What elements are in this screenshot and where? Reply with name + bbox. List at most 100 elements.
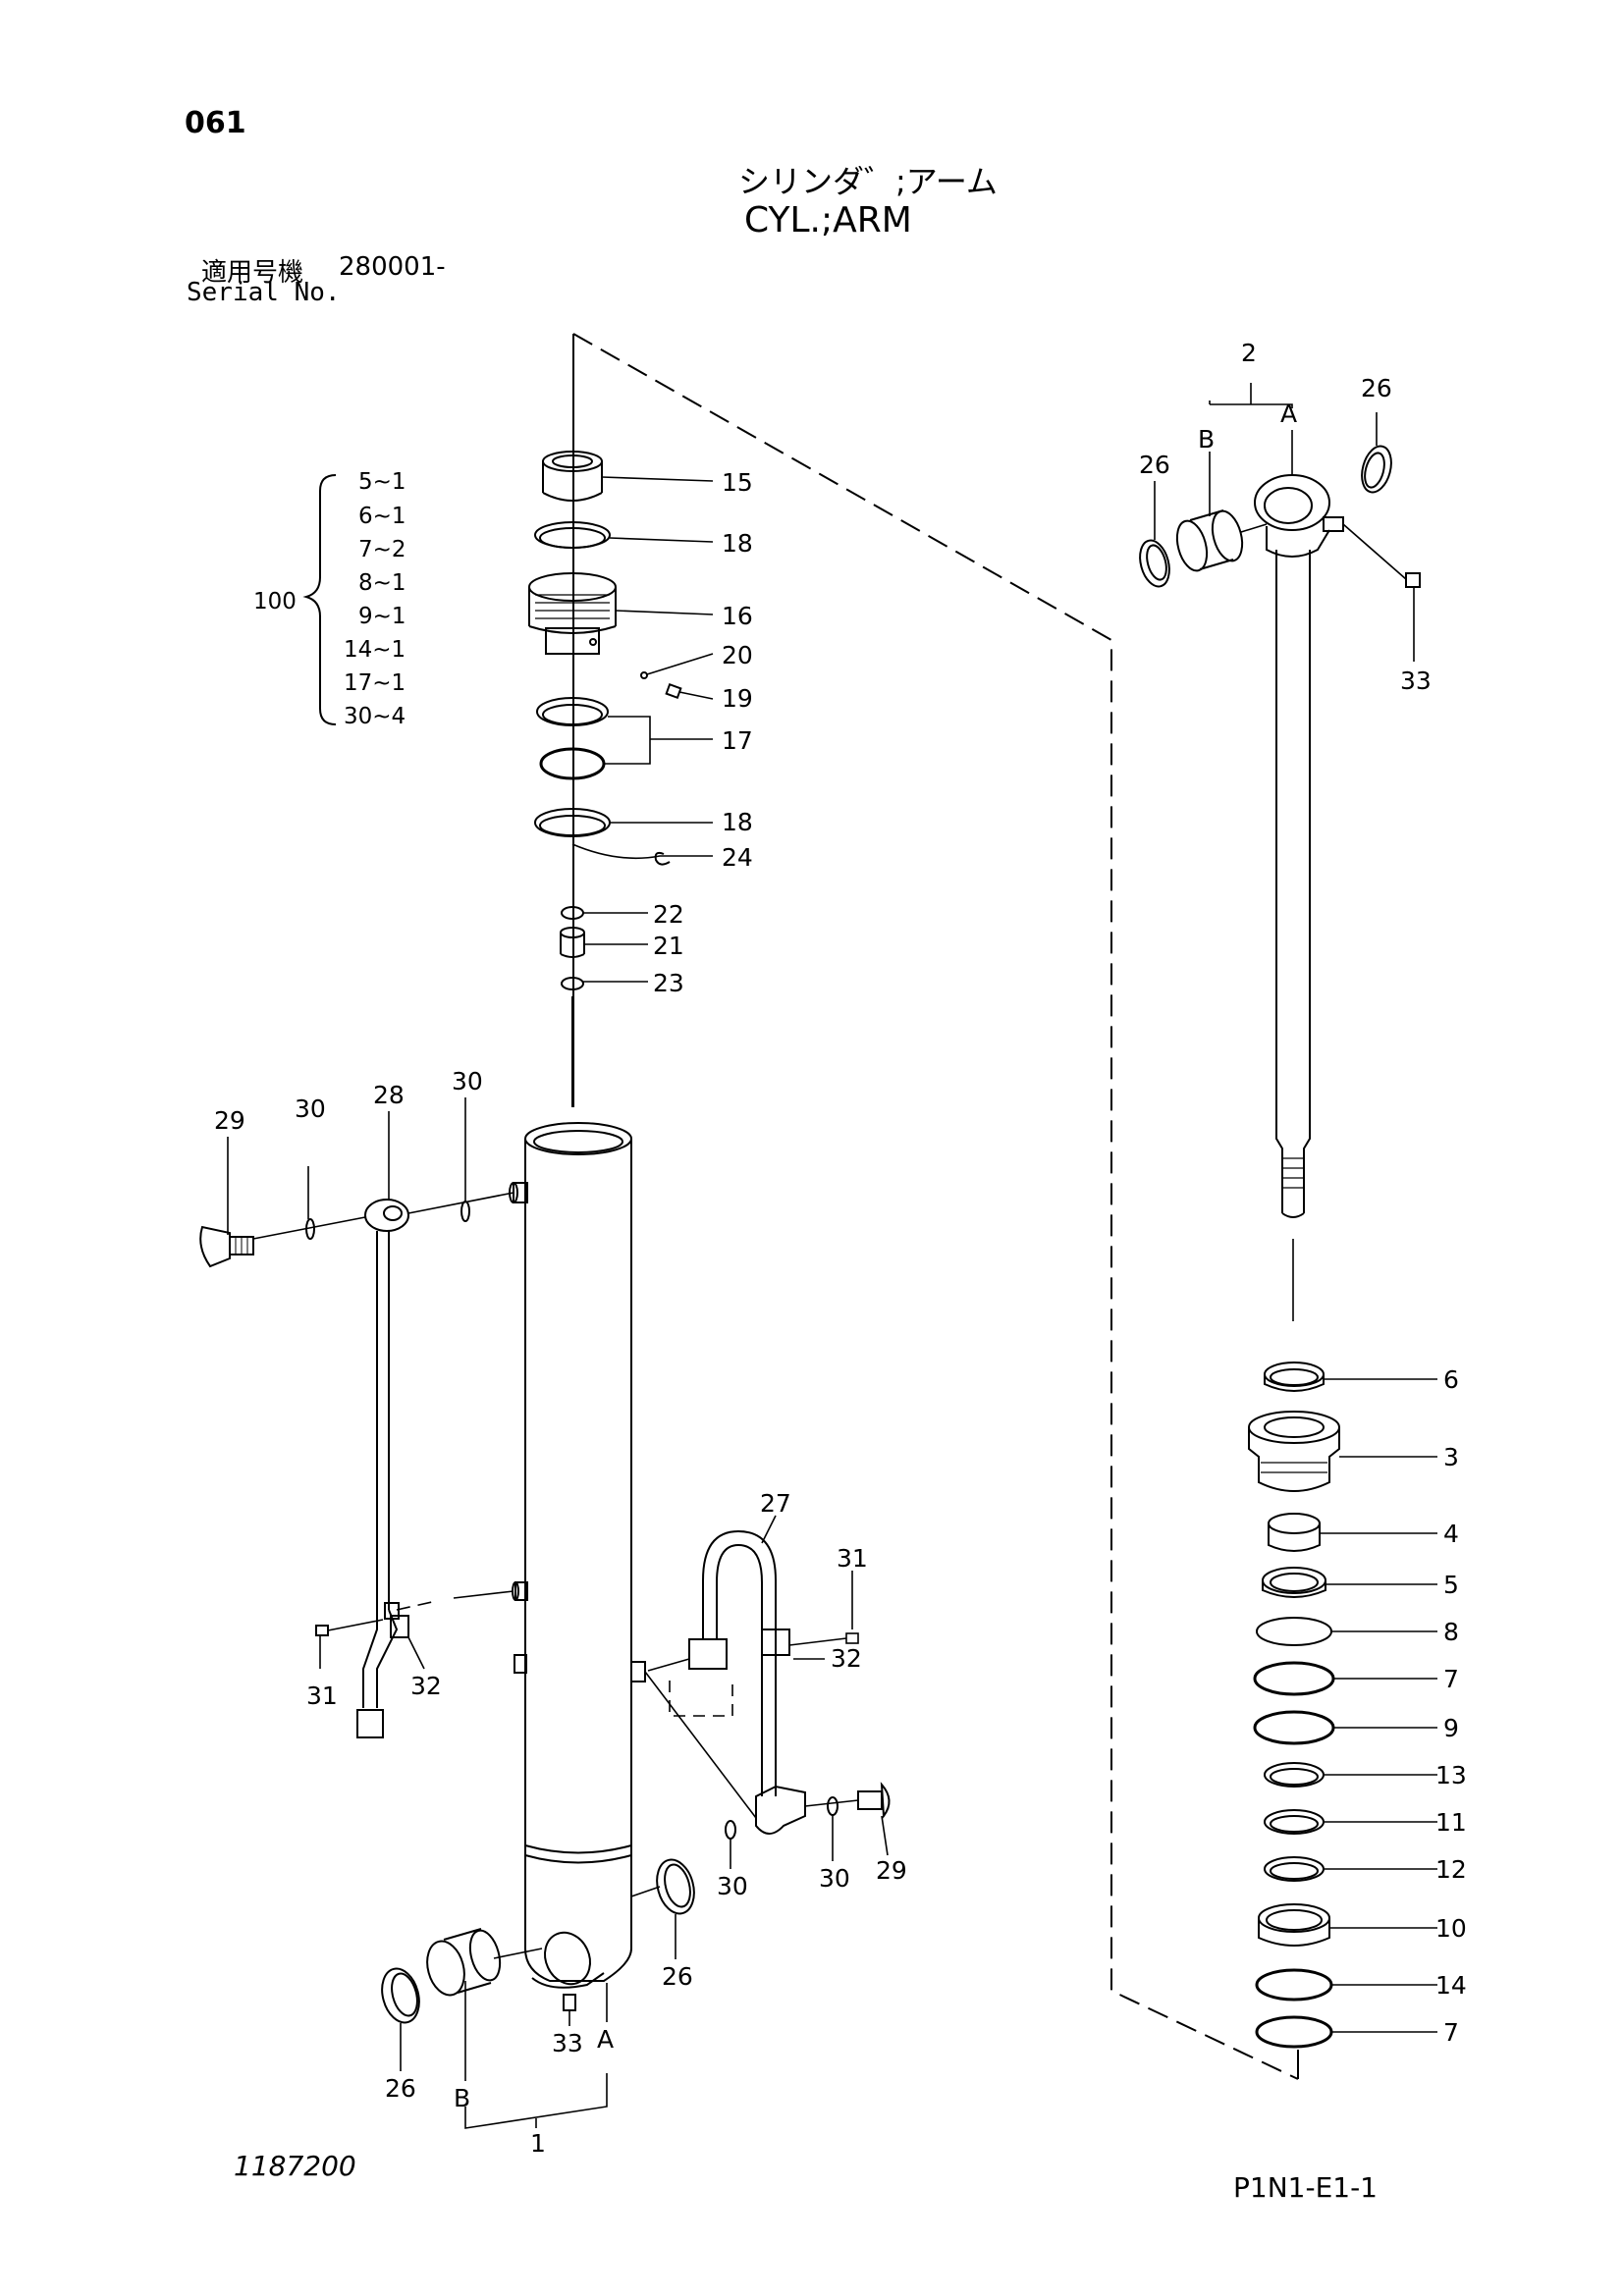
ball-part-20 bbox=[640, 671, 648, 679]
seal-part-23 bbox=[561, 977, 584, 990]
callout-6: 6 bbox=[1443, 1365, 1459, 1394]
callout-23: 23 bbox=[653, 969, 684, 997]
drawing-number: 1187200 bbox=[234, 2150, 356, 2182]
kit-number: 100 bbox=[253, 589, 297, 614]
callout-5: 5 bbox=[1443, 1571, 1459, 1599]
seal-part-26-upper-right bbox=[1361, 445, 1392, 494]
seal-part-30-right bbox=[827, 1796, 839, 1816]
bolt-part-31-left bbox=[315, 1625, 329, 1636]
packing-leaders bbox=[1320, 1378, 1437, 2033]
plug-part-29-left bbox=[199, 1225, 254, 1268]
callout-B: B bbox=[1198, 425, 1215, 454]
kit-item: 7~2 bbox=[358, 537, 406, 562]
callout-30: 30 bbox=[295, 1095, 326, 1123]
kit-list: 5~1 6~1 7~2 8~1 9~1 14~1 17~1 30~4 bbox=[344, 469, 406, 729]
serial-value: 280001- bbox=[339, 252, 446, 282]
callout-10: 10 bbox=[1435, 1914, 1467, 1943]
set-screw-part-19 bbox=[665, 682, 682, 700]
packing-callouts: 6 3 4 5 8 7 9 13 11 12 10 14 7 bbox=[1435, 1365, 1467, 2047]
callout-17: 17 bbox=[722, 726, 753, 755]
callout-28: 28 bbox=[373, 1081, 405, 1109]
callout-14: 14 bbox=[1435, 1971, 1467, 2000]
serial-label-japanese: 適用号機 bbox=[201, 258, 304, 288]
callout-24: 24 bbox=[722, 843, 753, 872]
ring-part-8 bbox=[1256, 1617, 1332, 1646]
callout-13: 13 bbox=[1435, 1761, 1467, 1789]
callout-7: 7 bbox=[1443, 1665, 1459, 1693]
seal-part-26-lower-left bbox=[381, 1967, 420, 2024]
callout-26: 26 bbox=[1139, 451, 1170, 479]
oring-part-7-upper bbox=[1253, 1661, 1335, 1696]
callout-26: 26 bbox=[662, 1962, 693, 1991]
kit-item: 8~1 bbox=[358, 570, 406, 596]
callout-32: 32 bbox=[831, 1644, 862, 1673]
head-parts bbox=[528, 451, 682, 1107]
piston-rod bbox=[1254, 474, 1344, 1218]
gland-part-16 bbox=[528, 572, 617, 655]
callout-26: 26 bbox=[385, 2074, 416, 2103]
callout-18: 18 bbox=[722, 808, 753, 836]
callout-33: 33 bbox=[552, 2029, 583, 2057]
seal-part-10 bbox=[1258, 1903, 1330, 1947]
head-callouts: 15 18 16 20 19 17 18 24 22 21 23 bbox=[653, 468, 753, 997]
title-japanese: シリンダ゛;アーム bbox=[738, 163, 998, 200]
bushing-part-15 bbox=[542, 451, 603, 502]
seal-part-30-upper bbox=[460, 1201, 470, 1222]
ring-part-5 bbox=[1262, 1567, 1326, 1598]
rod-callouts: 2 A B 26 26 33 bbox=[1139, 339, 1432, 695]
ring-part-11 bbox=[1264, 1809, 1325, 1835]
callout-A: A bbox=[1280, 400, 1297, 428]
pipe-part-27 bbox=[688, 1529, 806, 1835]
connections-right bbox=[644, 1632, 859, 1819]
kit-item: 17~1 bbox=[344, 670, 406, 696]
packing-stack bbox=[1248, 1362, 1340, 2079]
head-leaders bbox=[571, 476, 714, 983]
title-english: CYL.;ARM bbox=[744, 200, 912, 240]
pipe-part-28 bbox=[356, 1199, 409, 1738]
kit-brace bbox=[302, 474, 337, 725]
callout-30: 30 bbox=[452, 1067, 483, 1095]
seal-part-30-mid bbox=[725, 1820, 736, 1840]
callout-4: 4 bbox=[1443, 1520, 1459, 1548]
callout-19: 19 bbox=[722, 684, 753, 713]
bushing-part-B-lower bbox=[426, 1928, 502, 1997]
callout-B: B bbox=[454, 2084, 470, 2112]
cylinder-tube bbox=[509, 1122, 646, 1989]
seal-part-26-upper-left bbox=[1139, 539, 1170, 588]
grease-fitting-part-33-lower bbox=[563, 1994, 576, 2011]
callout-27: 27 bbox=[760, 1489, 791, 1518]
collar-part-21 bbox=[560, 927, 585, 958]
grease-fitting-part-33-upper bbox=[1405, 572, 1421, 588]
callout-7: 7 bbox=[1443, 2018, 1459, 2047]
nut-part-4 bbox=[1268, 1513, 1321, 1552]
callout-18: 18 bbox=[722, 529, 753, 558]
oring-part-14 bbox=[1255, 1968, 1333, 2002]
callout-29: 29 bbox=[876, 1856, 907, 1885]
callout-1: 1 bbox=[530, 2129, 546, 2158]
callout-30: 30 bbox=[819, 1864, 850, 1893]
oring-part-7-lower bbox=[1255, 2015, 1333, 2049]
rod-leaders bbox=[1154, 383, 1415, 1321]
page-code: P1N1-E1-1 bbox=[1233, 2171, 1378, 2204]
ring-part-6 bbox=[1264, 1362, 1325, 1392]
callout-8: 8 bbox=[1443, 1618, 1459, 1646]
tube-leaders bbox=[227, 1097, 889, 2129]
callout-33: 33 bbox=[1400, 667, 1432, 695]
callout-20: 20 bbox=[722, 641, 753, 669]
snap-ring-part-24 bbox=[654, 851, 671, 866]
tube-callouts: 29 30 28 30 31 32 27 31 32 30 30 29 26 2… bbox=[214, 1067, 907, 2158]
clamp-part-32-left bbox=[390, 1615, 409, 1638]
bushing-part-B-upper bbox=[1175, 509, 1244, 572]
callout-31: 31 bbox=[837, 1544, 868, 1573]
callout-2: 2 bbox=[1241, 339, 1257, 367]
ring-part-12 bbox=[1264, 1856, 1325, 1882]
assembly-boundary bbox=[572, 333, 1299, 2080]
ring-part-18-upper bbox=[534, 521, 611, 549]
callout-30: 30 bbox=[717, 1872, 748, 1900]
kit-item: 30~4 bbox=[344, 704, 406, 729]
callout-3: 3 bbox=[1443, 1443, 1459, 1471]
kit-item: 5~1 bbox=[358, 469, 406, 495]
callout-31: 31 bbox=[306, 1682, 338, 1710]
callout-29: 29 bbox=[214, 1106, 245, 1135]
